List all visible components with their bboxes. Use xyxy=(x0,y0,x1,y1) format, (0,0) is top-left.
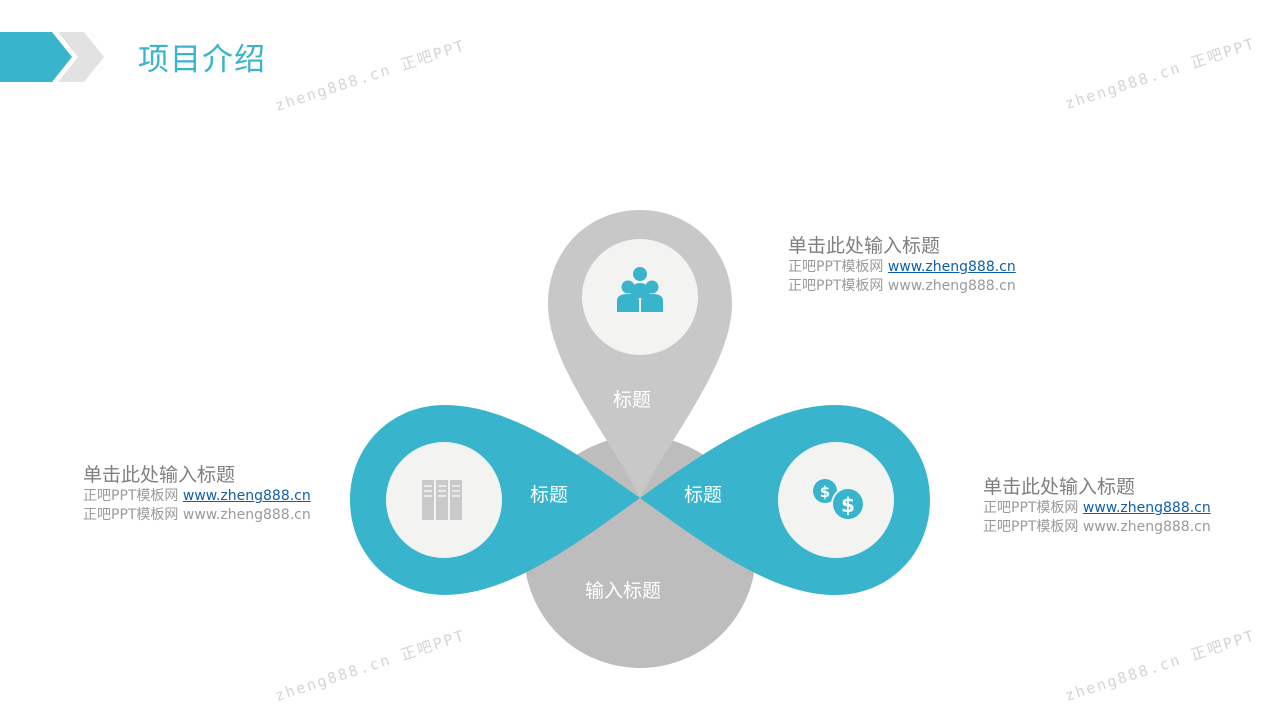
block-line-1: 正吧PPT模板网 www.zheng888.cn xyxy=(983,499,1211,518)
block-line-2: 正吧PPT模板网 www.zheng888.cn xyxy=(83,507,311,523)
left-petal-label: 标题 xyxy=(530,484,568,506)
block-heading: 单击此处输入标题 xyxy=(83,464,236,486)
block-link[interactable]: www.zheng888.cn xyxy=(887,259,1016,275)
block-link[interactable]: www.zheng888.cn xyxy=(182,488,311,504)
page-title: 项目介绍 xyxy=(138,42,266,78)
block-line-1-prefix: 正吧PPT模板网 xyxy=(83,488,183,504)
text-block-top-right: 单击此处输入标题 正吧PPT模板网 www.zheng888.cn 正吧PPT模… xyxy=(788,234,1016,296)
block-link[interactable]: www.zheng888.cn xyxy=(1082,500,1211,516)
block-heading: 单击此处输入标题 xyxy=(983,476,1136,498)
block-heading: 单击此处输入标题 xyxy=(788,235,941,257)
header-arrow-gray xyxy=(58,32,104,82)
header-arrow-decoration xyxy=(0,32,104,82)
books-icon xyxy=(422,480,462,520)
right-petal-label: 标题 xyxy=(684,484,722,506)
text-block-left: 单击此处输入标题 正吧PPT模板网 www.zheng888.cn 正吧PPT模… xyxy=(83,463,311,525)
block-line-2: 正吧PPT模板网 www.zheng888.cn xyxy=(788,278,1016,294)
top-pin-label: 标题 xyxy=(613,389,651,411)
people-group-icon xyxy=(617,267,663,312)
svg-text:$: $ xyxy=(841,493,855,517)
block-line-1-prefix: 正吧PPT模板网 xyxy=(788,259,888,275)
dollar-coins-icon: $ $ xyxy=(813,479,865,521)
block-line-1: 正吧PPT模板网 www.zheng888.cn xyxy=(788,258,1016,277)
header-arrow-teal xyxy=(0,32,72,82)
block-line-1: 正吧PPT模板网 www.zheng888.cn xyxy=(83,487,311,506)
block-line-1-prefix: 正吧PPT模板网 xyxy=(983,500,1083,516)
bottom-circle-label: 输入标题 xyxy=(585,580,661,602)
text-block-right: 单击此处输入标题 正吧PPT模板网 www.zheng888.cn 正吧PPT模… xyxy=(983,475,1211,537)
svg-text:$: $ xyxy=(820,483,830,501)
block-line-2: 正吧PPT模板网 www.zheng888.cn xyxy=(983,519,1211,535)
